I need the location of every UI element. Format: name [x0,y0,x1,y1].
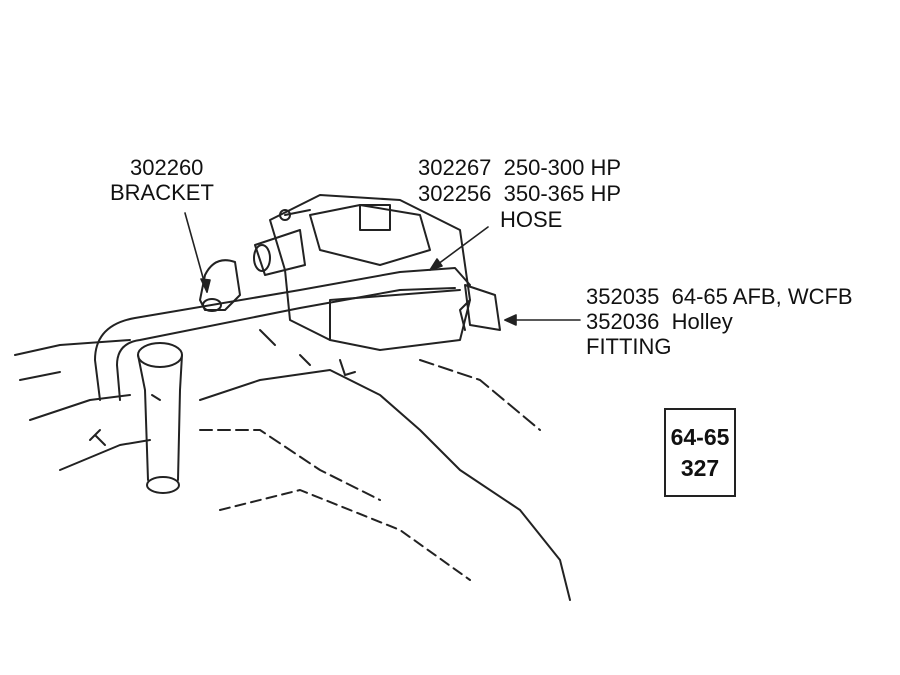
badge-years: 64-65 [670,423,730,450]
vent-hose-drawing [94,267,471,401]
bracket-part-number: 302260 [130,155,204,180]
badge-engine: 327 [680,454,720,481]
bracket-label: BRACKET [110,180,214,205]
application-badge: 64-65 327 [664,408,736,497]
fitting-label: FITTING [586,334,672,359]
fitting-drawing [459,284,501,331]
bracket-drawing [199,259,241,312]
hose-part-line-2: 302256 350-365 HP [418,181,622,206]
fitting-part-line-2: 352036 Holley [586,309,733,334]
hose-part-line-1: 302267 250-300 HP [418,155,622,180]
oil-filler-tube-drawing [137,342,183,494]
engine-block-drawing [14,339,571,601]
fitting-part-line-1: 352035 64-65 AFB, WCFB [586,284,853,309]
carburetor-drawing [253,194,471,376]
leader-lines [184,212,581,326]
hose-label: HOSE [500,207,563,232]
